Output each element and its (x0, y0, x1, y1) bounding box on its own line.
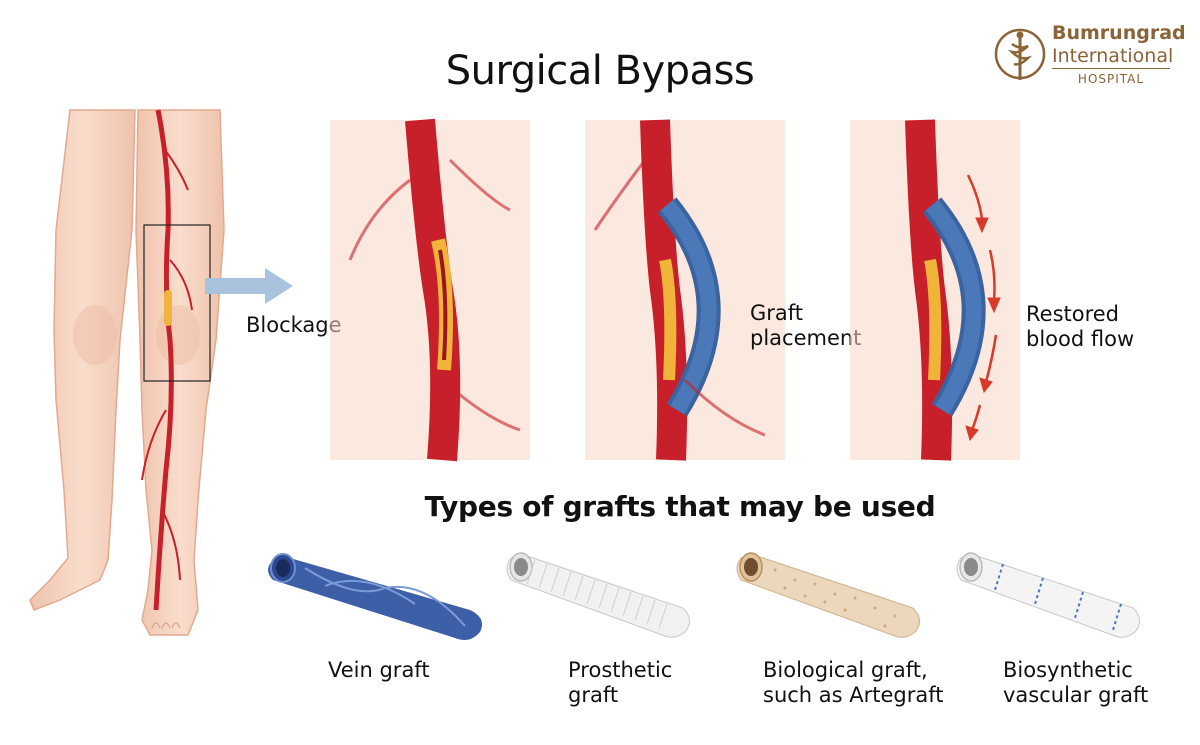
stage-label-restored-line1: Restored (1026, 302, 1120, 326)
biosynthetic-graft-illustration (956, 552, 1140, 638)
stage-label-blockage: Blockage (246, 313, 342, 337)
arrow-right-icon (205, 268, 293, 304)
stage-label-graft-line2: placement (750, 326, 862, 350)
blockage-illustration (330, 118, 530, 462)
graft-label-biological-line1: Biological graft, (763, 658, 928, 682)
vein-graft-illustration (268, 553, 483, 640)
graft-label-vein: Vein graft (328, 658, 430, 683)
stage-label-graft-line1: Graft (750, 301, 804, 325)
graft-label-prosthetic-line2: graft (568, 683, 619, 707)
biological-graft-illustration (736, 552, 920, 638)
stage-label-restored-line2: blood flow (1026, 327, 1135, 351)
graft-label-biological: Biological graft, such as Artegraft (763, 658, 944, 708)
graft-label-prosthetic-line1: Prosthetic (568, 658, 673, 682)
logo-name-line2: International (1052, 45, 1174, 67)
graft-label-biosynthetic: Biosynthetic vascular graft (1003, 658, 1148, 708)
logo-name-line1: Bumrungrad (1052, 22, 1186, 44)
restored-flow-illustration (850, 119, 1020, 461)
prosthetic-graft-illustration (506, 552, 690, 638)
stage-label-graft-placement: Graft placement (750, 301, 861, 351)
graft-label-biosynthetic-line1: Biosynthetic (1003, 658, 1133, 682)
graft-label-biological-line2: such as Artegraft (763, 683, 944, 707)
flow-arrows (965, 174, 1001, 442)
page-title: Surgical Bypass (445, 48, 755, 94)
graft-label-prosthetic: Prosthetic graft (568, 658, 672, 708)
grafts-title: Types of grafts that may be used (424, 490, 936, 523)
graft-label-biosynthetic-line2: vascular graft (1003, 683, 1149, 707)
stage-label-restored-flow: Restored blood flow (1026, 302, 1134, 352)
graft-placement-illustration (585, 119, 785, 461)
graft-label-vein-line1: Vein graft (328, 658, 430, 682)
logo-wordmark: Bumrungrad International (1052, 22, 1186, 68)
caduceus-logo-icon (994, 28, 1046, 80)
logo-name-line3: HOSPITAL (1052, 68, 1170, 86)
leg-illustration (29, 109, 225, 636)
